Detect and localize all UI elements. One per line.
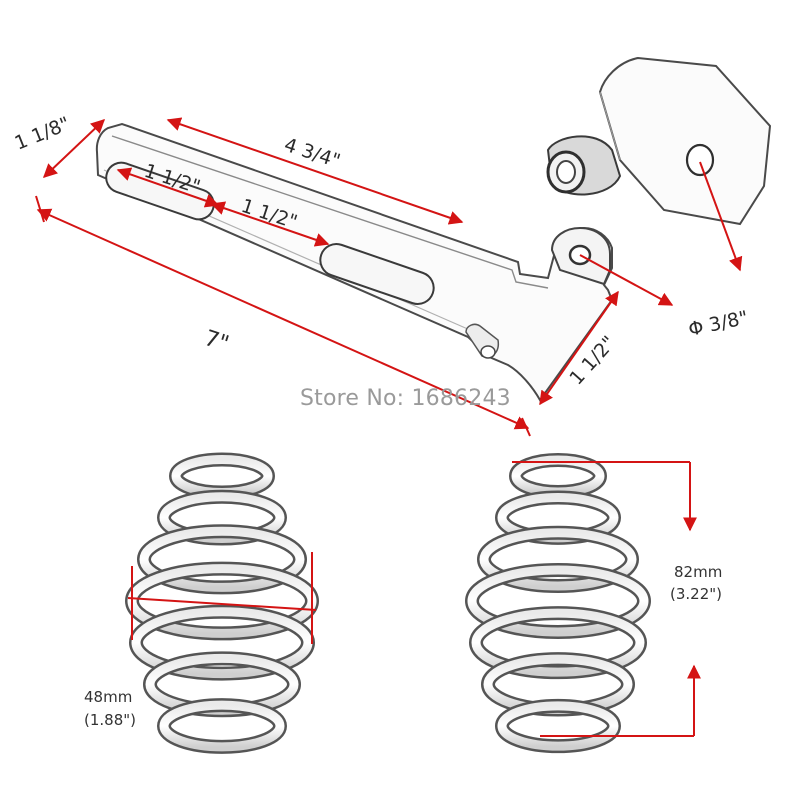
mounting-tab-tube [546,135,622,196]
spring-right-coil-highlight [471,608,645,677]
dim-line-hole-tab [699,161,743,272]
dim-label-spring-height-in: (3.22") [670,585,722,603]
dim-line-spring-width [127,597,317,611]
mounting-tab-hole [685,143,715,177]
store-number-watermark: Store No: 1686243 [300,386,511,411]
dim-line-slot-1 [116,167,220,208]
dim-label-spring-height-mm: 82mm [674,563,722,581]
seat-bracket [95,122,614,402]
dim-label-total-length: 7" [201,326,232,357]
bracket-dimension-lines [35,117,743,437]
spring-left-coil-highlight [159,492,285,544]
spring-left-coil-highlight [131,607,313,679]
spring-right-coil-highlight [479,528,637,591]
spring-right [465,453,651,754]
dim-label-hole: Φ 3/8" [686,307,750,341]
spring-left-coil-highlight [139,526,305,592]
spring-right-coil-highlight [497,701,619,751]
dim-line-width [42,119,106,178]
dim-label-spring-width-in: (1.88") [84,711,136,729]
mounting-tab [546,56,772,226]
spring-left [125,452,319,754]
mounting-tab-plate [598,56,772,226]
dim-label-spring-width-mm: 48mm [84,688,132,706]
dim-line-top-length [166,117,464,225]
spring-right-coil-highlight [467,565,649,637]
dim-line-hole-bracket [579,254,674,306]
spring-dimension-lines [127,461,701,737]
dim-label-width: 1 1/8" [12,113,74,155]
dim-line-end-height [539,290,619,406]
dim-line-total-length [36,208,530,430]
spring-left-coil-highlight [159,700,285,752]
dim-label-top-length: 4 3/4" [281,134,342,173]
